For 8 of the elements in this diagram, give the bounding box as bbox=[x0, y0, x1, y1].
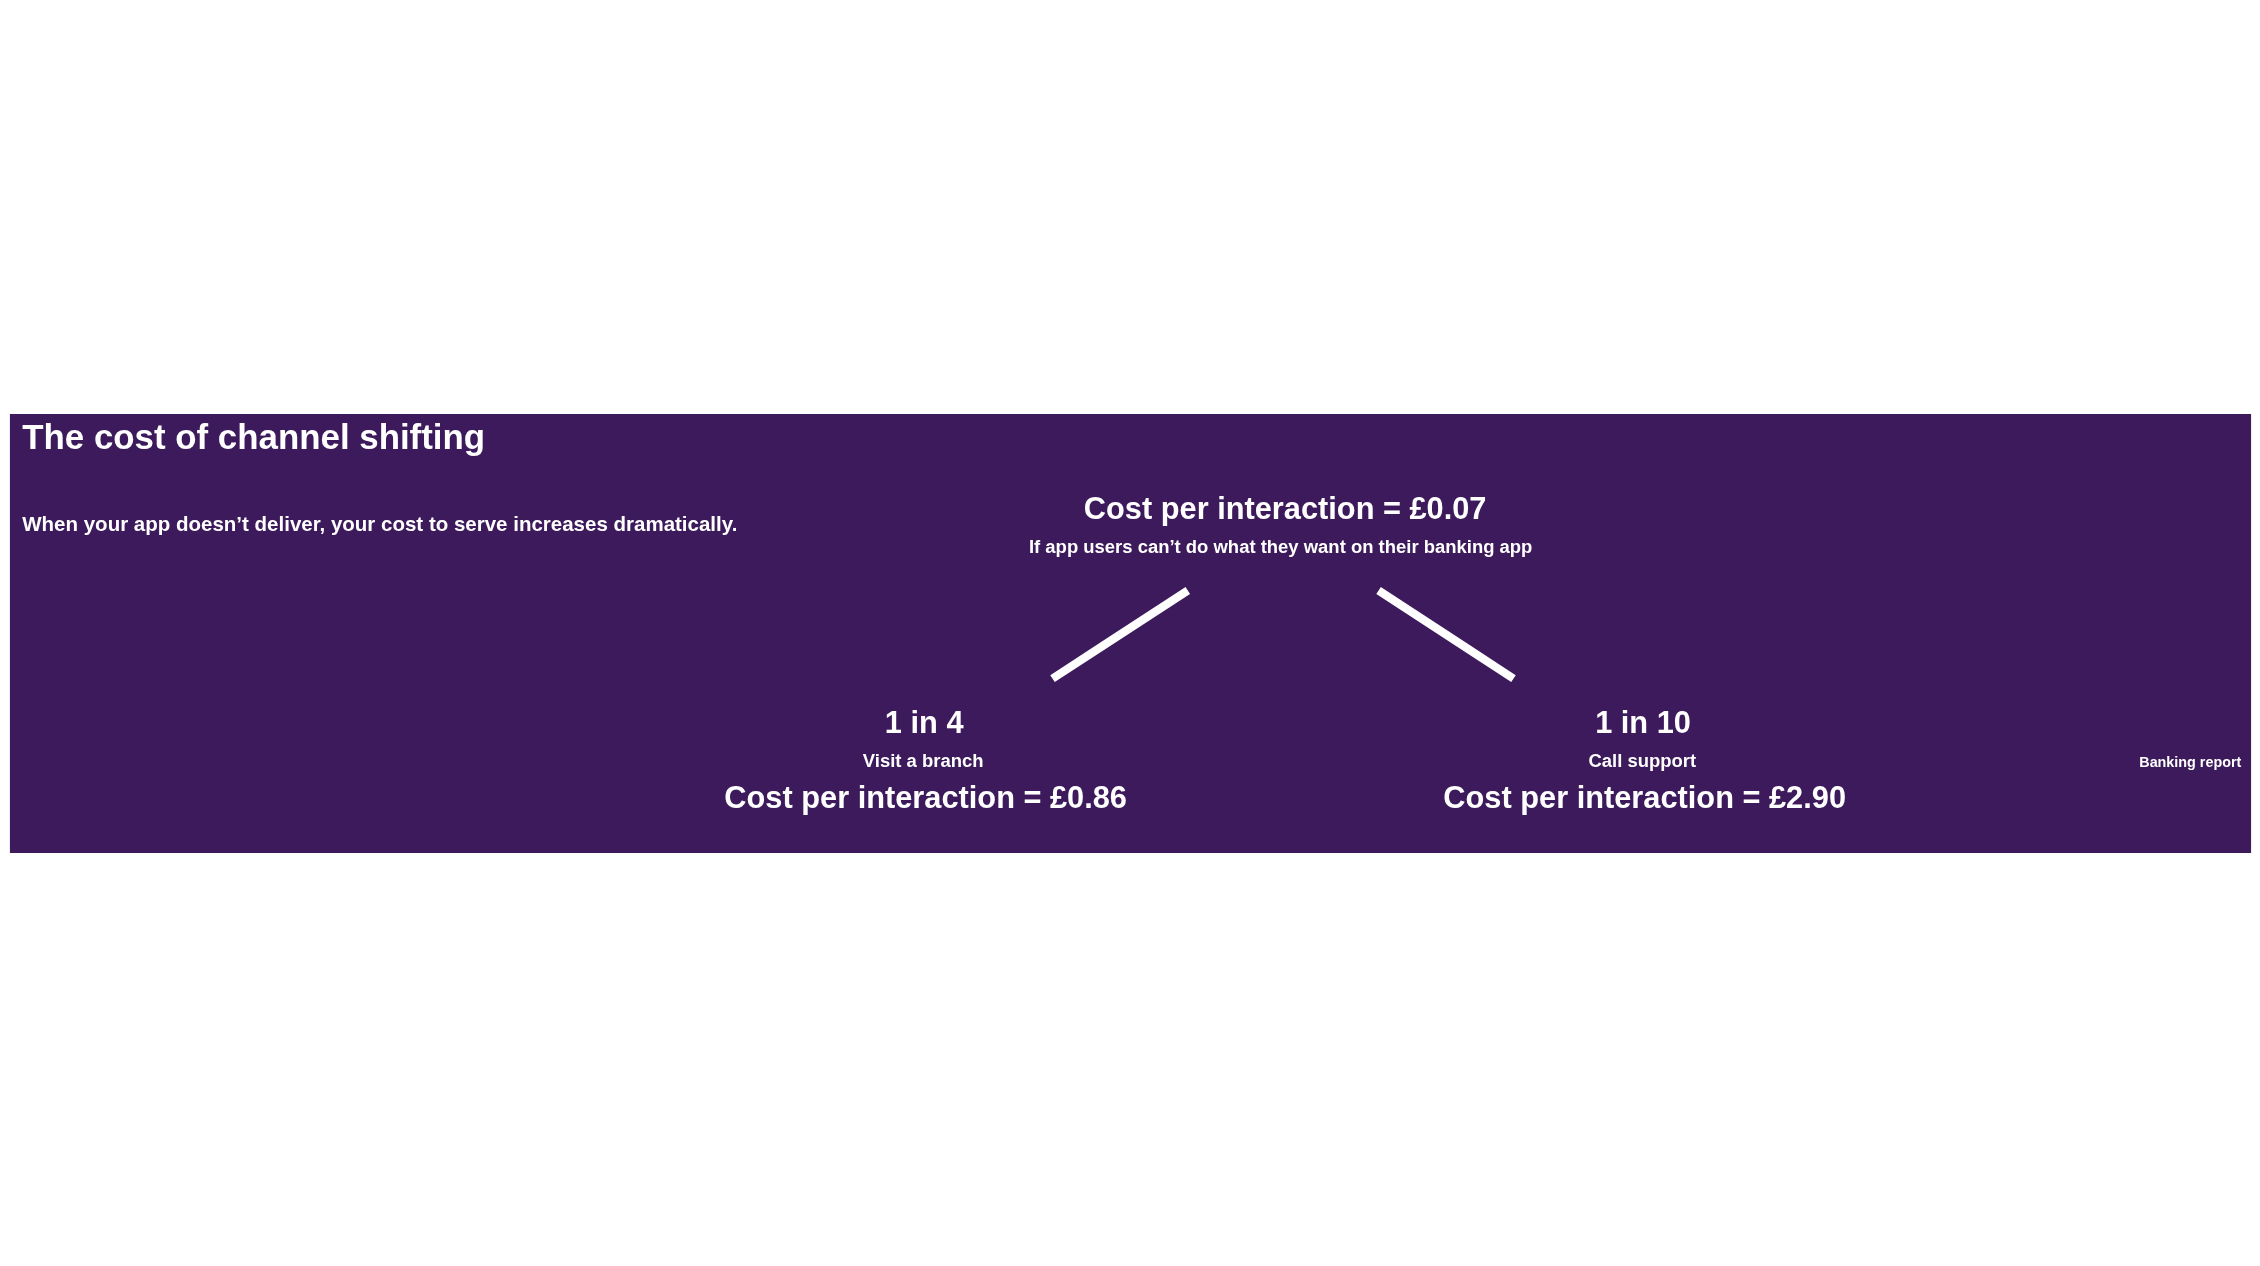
node-text: 1 in 4 Visit a branch Cost per interaction = £0.86 bbox=[723, 704, 1127, 815]
node-text: Cost per interaction = £0.07 If app users can’t do what they want on their banking app bbox=[1028, 490, 1532, 557]
label: Banking report bbox=[2138, 753, 2241, 770]
connector bbox=[1049, 586, 1190, 682]
diagram-title: The cost of channel shifting bbox=[21, 416, 485, 456]
label: When your app doesn’t deliver, your cost to serve increases dramatically. bbox=[21, 511, 737, 535]
connector bbox=[1375, 586, 1516, 682]
node-text: 1 in 10 Call support Cost per interaction = £2.90 bbox=[1442, 704, 1846, 815]
